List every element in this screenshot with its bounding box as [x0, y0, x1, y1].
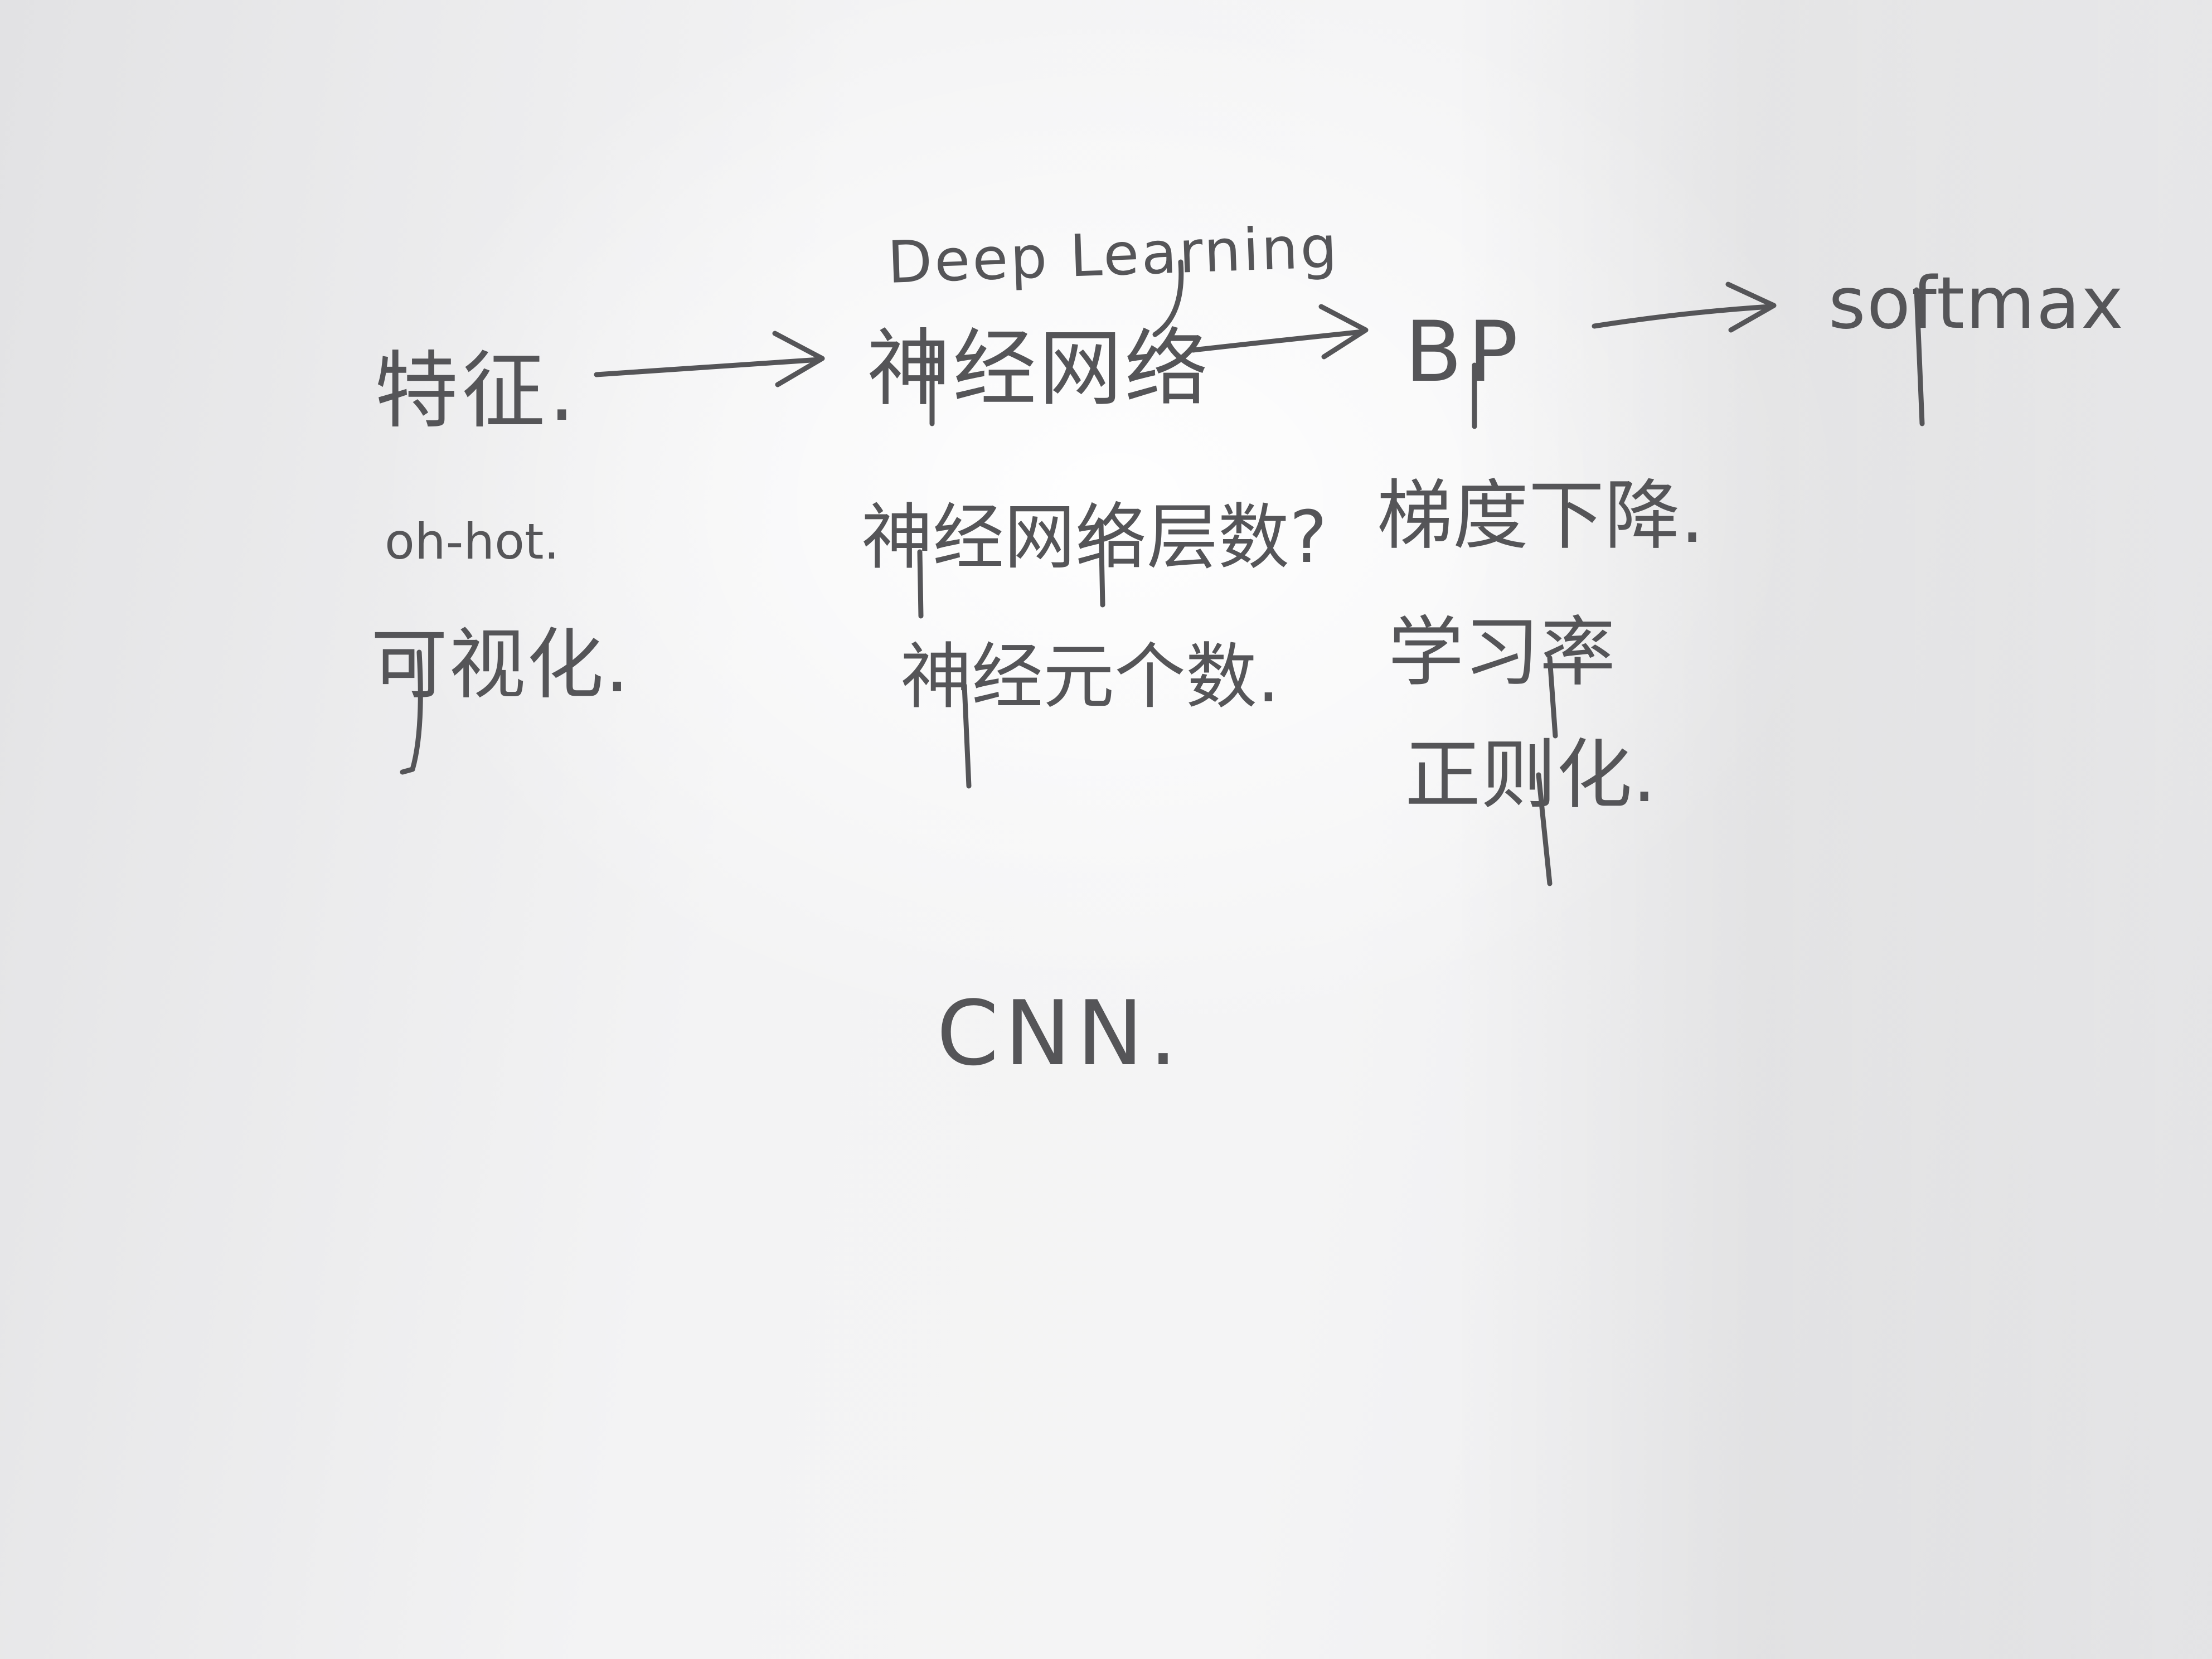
note-gradient-descent: 梯度下降. [1377, 472, 1705, 560]
note-one-hot: oh-hot. [385, 513, 560, 570]
learning-g-tail [1152, 259, 1184, 337]
arrow-bp-to-softmax [1592, 282, 1777, 333]
arrow-network-to-bp [1190, 304, 1369, 360]
stroke-neurons-descender [962, 683, 972, 789]
stroke-layers-descender [917, 549, 924, 619]
paper-shadow [1449, 0, 2212, 1659]
arrow-features-to-network [594, 331, 825, 387]
stroke-regularization-descender [1536, 772, 1553, 886]
note-neuron-count: 神经元个数. [900, 636, 1280, 719]
stroke-learning-rate-descender [1547, 655, 1558, 739]
note-bp: BP [1405, 304, 1524, 401]
note-learning-rate: 学习率 [1388, 609, 1616, 697]
note-visualization: 可视化. [371, 620, 630, 710]
stroke-visualization-descender [400, 649, 423, 775]
note-cnn: CNN. [937, 981, 1183, 1085]
note-regularization: 正则化. [1405, 731, 1657, 819]
note-softmax: softmax [1828, 262, 2124, 345]
note-neural-network: 神经网络 [867, 321, 1211, 418]
stroke-layers-descender-2 [1098, 521, 1105, 608]
note-network-layers: 神经网络层数? [861, 496, 1327, 579]
note-features: 特征. [375, 343, 579, 440]
stroke-softmax-descender [1914, 287, 1925, 426]
